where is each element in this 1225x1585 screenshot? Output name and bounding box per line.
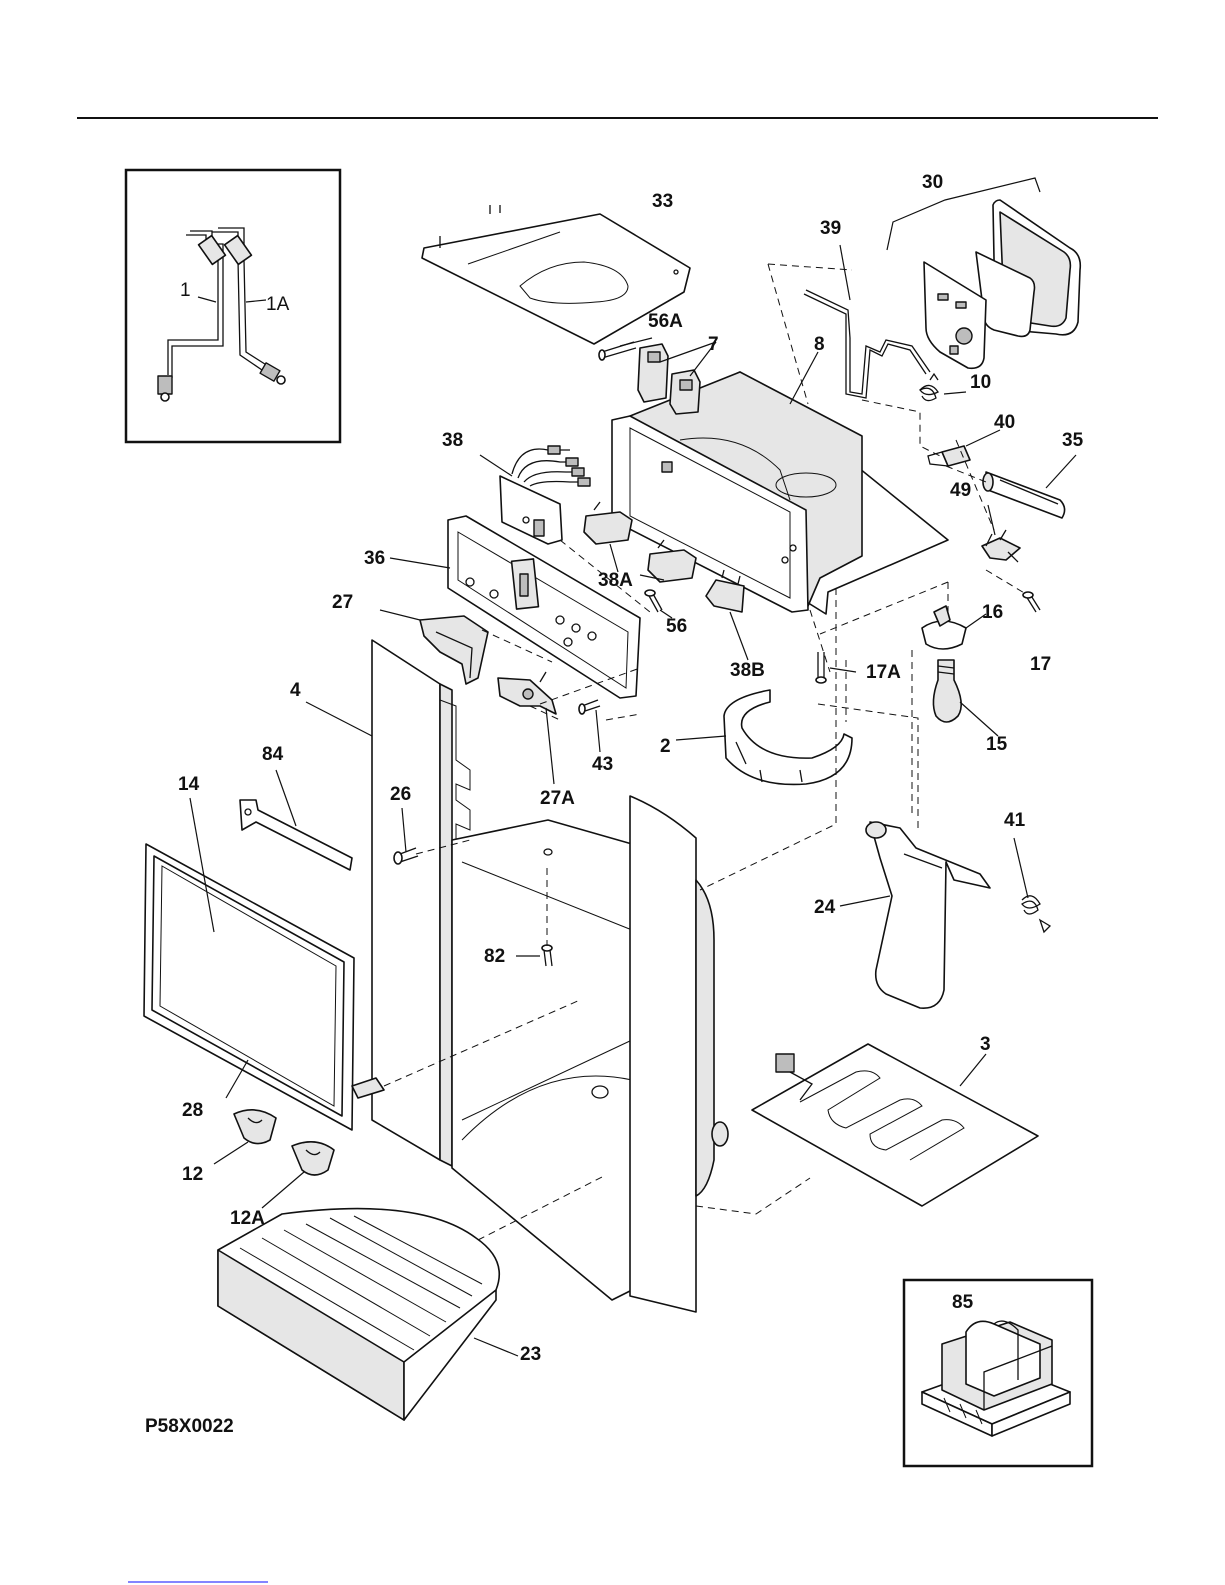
callout-38: 38	[442, 430, 463, 451]
part-15-bulb	[933, 660, 998, 736]
callout-38b: 38B	[730, 660, 765, 681]
callout-26: 26	[390, 784, 411, 805]
part-16-lamp-socket	[922, 606, 986, 649]
callout-10: 10	[970, 372, 991, 393]
inset-box-transformer	[904, 1280, 1092, 1466]
callout-15: 15	[986, 734, 1008, 755]
callout-41: 41	[1004, 810, 1026, 831]
part-3-heater-pad	[752, 1044, 1038, 1206]
part-2-ring	[676, 690, 852, 784]
part-49-bracket	[982, 505, 1020, 562]
callout-17a: 17A	[866, 662, 901, 683]
callout-17: 17	[1030, 654, 1051, 675]
part-14-window	[144, 798, 384, 1130]
callout-12: 12	[182, 1164, 203, 1185]
callout-36: 36	[364, 548, 385, 569]
part-23-drip-tray	[218, 1209, 518, 1420]
callout-27: 27	[332, 592, 353, 613]
callout-40: 40	[994, 412, 1015, 433]
callout-28: 28	[182, 1100, 203, 1121]
part-40-pin	[928, 430, 1000, 466]
part-24-lever	[840, 822, 990, 1008]
inset-box-wires	[126, 170, 340, 442]
part-41-spring	[1014, 838, 1050, 932]
callout-38a: 38A	[598, 570, 633, 591]
part-84-strip	[240, 770, 352, 870]
part-12a-clip	[262, 1142, 334, 1208]
part-56-screw	[645, 590, 672, 618]
callout-3: 3	[980, 1034, 991, 1055]
part-38-circuit-board	[480, 446, 590, 544]
part-17-screw	[1023, 592, 1040, 612]
callout-8: 8	[814, 334, 825, 355]
callout-14: 14	[178, 774, 200, 795]
callout-33: 33	[652, 191, 673, 212]
part-43-screw	[579, 700, 600, 752]
part-12-clip	[214, 1110, 276, 1164]
callout-85: 85	[952, 1292, 974, 1313]
callout-43: 43	[592, 754, 613, 775]
callout-2: 2	[660, 736, 671, 757]
callout-4: 4	[290, 680, 301, 701]
callout-16: 16	[982, 602, 1003, 623]
callout-12a: 12A	[230, 1208, 265, 1229]
callout-1a: 1A	[266, 294, 290, 315]
callout-1: 1	[180, 280, 191, 301]
callout-7: 7	[708, 334, 719, 355]
part-39-rod	[804, 245, 930, 398]
part-27a-lever	[498, 672, 556, 784]
callout-24: 24	[814, 897, 836, 918]
callout-56a: 56A	[648, 311, 683, 332]
callout-56: 56	[666, 616, 687, 637]
part-30-lamp-housing	[887, 178, 1080, 368]
callout-27a: 27A	[540, 788, 575, 809]
callout-30: 30	[922, 172, 943, 193]
callout-84: 84	[262, 744, 284, 765]
callout-35: 35	[1062, 430, 1084, 451]
callout-39: 39	[820, 218, 841, 239]
part-35-rod	[983, 455, 1076, 518]
callout-23: 23	[520, 1344, 541, 1365]
part-10-spring	[920, 374, 966, 401]
diagram-code: P58X0022	[145, 1416, 234, 1437]
callout-49: 49	[950, 480, 971, 501]
callout-82: 82	[484, 946, 505, 967]
main-chute-body	[452, 796, 728, 1312]
